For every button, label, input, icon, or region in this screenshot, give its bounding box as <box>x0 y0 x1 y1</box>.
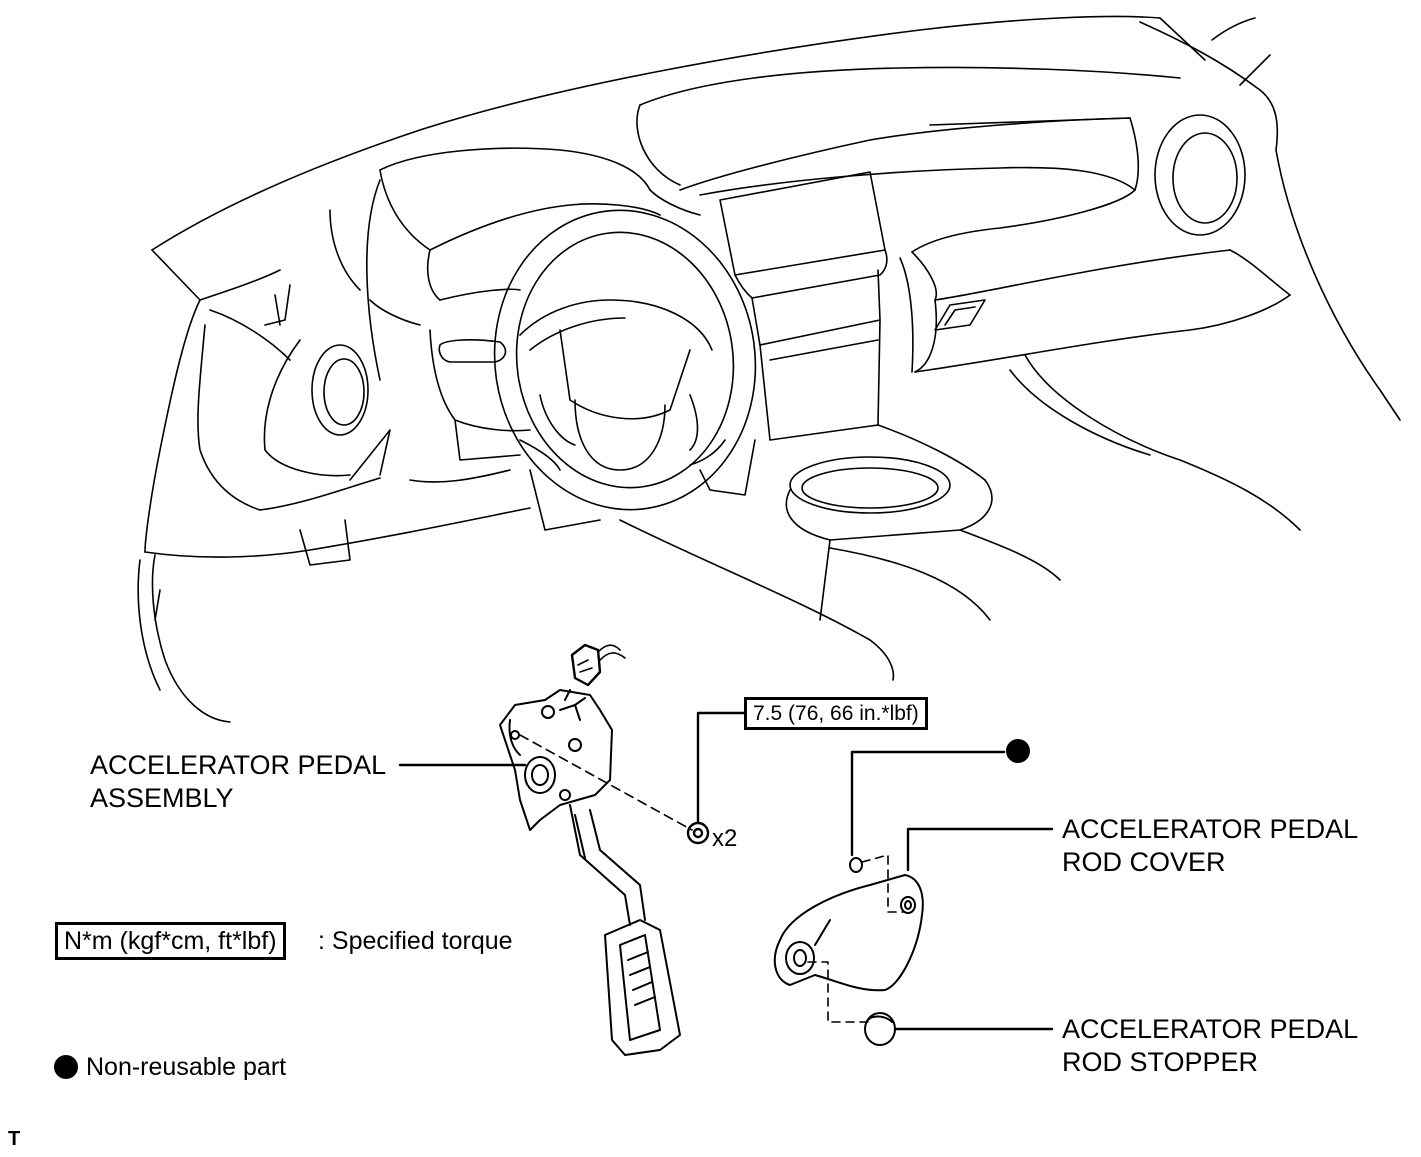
bolt-axis-line <box>519 734 693 831</box>
cover-clip-guide <box>861 854 906 913</box>
nonreusable-marker-icon <box>1006 739 1030 763</box>
pedal-assembly-label-line2: ASSEMBLY <box>90 783 234 813</box>
rod-cover-label-line2: ROD COVER <box>1062 847 1226 877</box>
rod-cover-drawing <box>773 874 924 992</box>
pedal-assembly-label-line1: ACCELERATOR PEDAL <box>90 750 387 780</box>
rod-cover-label-line1: ACCELERATOR PEDAL <box>1062 814 1359 844</box>
nonreusable-leader <box>850 750 1006 857</box>
legend-nonreusable-icon <box>54 1055 78 1079</box>
corner-tag: T <box>8 1128 21 1150</box>
clip-icon <box>849 857 863 873</box>
legend-torque-description: : Specified torque <box>318 927 513 955</box>
connector-icon <box>570 643 626 687</box>
rod-stopper-drawing <box>864 1012 896 1046</box>
quantity-label: x2 <box>712 825 738 852</box>
rod-cover-leader <box>906 827 1054 872</box>
legend-torque-unit-box: N*m (kgf*cm, ft*lbf) <box>55 922 286 960</box>
stopper-guide <box>807 961 869 1023</box>
rod-cover-label: ACCELERATOR PEDAL ROD COVER <box>1062 813 1358 879</box>
rod-stopper-label-line2: ROD STOPPER <box>1062 1047 1259 1077</box>
rod-stopper-label-line1: ACCELERATOR PEDAL <box>1062 1014 1359 1044</box>
rod-stopper-label: ACCELERATOR PEDAL ROD STOPPER <box>1062 1013 1358 1079</box>
torque-leader-line <box>696 711 746 824</box>
legend-nonreusable-description: Non-reusable part <box>86 1053 287 1081</box>
dashboard-illustration <box>137 15 1401 723</box>
pedal-assembly-label: ACCELERATOR PEDAL ASSEMBLY <box>90 749 386 815</box>
torque-value-box: 7.5 (76, 66 in.*lbf) <box>744 697 928 730</box>
pedal-assembly-drawing <box>499 689 681 1056</box>
nut-icon <box>686 821 710 845</box>
